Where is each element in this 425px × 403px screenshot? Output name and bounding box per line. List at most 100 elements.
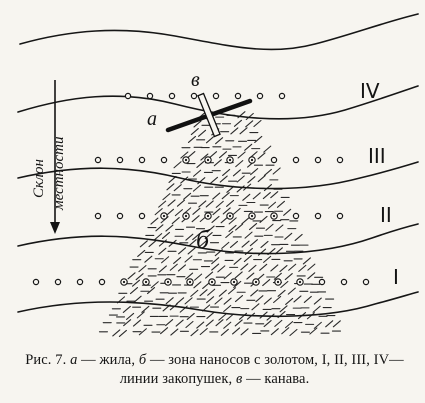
zone-hatch-stroke	[184, 297, 193, 305]
zone-hatch-stroke	[123, 319, 132, 327]
zone-hatch-stroke	[235, 223, 244, 231]
zone-hatch-stroke	[248, 264, 257, 272]
zone-hatch-stroke	[219, 175, 228, 183]
zone-hatch-stroke	[126, 312, 135, 320]
zone-hatch-stroke	[141, 305, 150, 313]
zone-hatch-stroke	[270, 264, 279, 272]
zone-hatch-stroke	[176, 297, 185, 305]
zone-hatch-stroke	[248, 222, 258, 231]
zone-hatch-stroke	[218, 313, 227, 321]
prospect-pit	[116, 156, 124, 164]
zone-hatch-stroke	[165, 319, 174, 327]
zone-hatch-stroke	[250, 289, 259, 297]
zone-hatch-stroke	[154, 233, 163, 241]
prospect-pit	[146, 92, 154, 100]
zone-hatch-stroke	[154, 208, 163, 216]
zone-hatch-stroke	[276, 200, 286, 208]
zone-hatch-stroke	[244, 143, 253, 151]
slope-indicator: Склон местности	[31, 80, 67, 234]
caption-text-b: — зона наносов с золотом, I, II, III, IV…	[149, 352, 404, 368]
zone-hatch-stroke	[193, 281, 202, 289]
zone-hatch-stroke	[165, 297, 174, 305]
zone-hatch-stroke	[223, 297, 232, 305]
caption-line-1: Рис. 7. а — жила, б — зона наносов с зол…	[12, 351, 417, 370]
zone-hatch-stroke	[257, 152, 266, 160]
prospect-pit-gold-mark	[298, 280, 302, 284]
zone-hatch-stroke	[165, 208, 175, 216]
zone-hatch-stroke	[223, 272, 232, 280]
prospect-pit	[190, 92, 198, 100]
zone-hatch-stroke	[211, 215, 220, 224]
zone-hatch-stroke	[230, 127, 239, 135]
prospect-pit	[124, 92, 132, 100]
zone-hatch-stroke	[188, 239, 197, 247]
zone-hatch-stroke	[136, 311, 145, 319]
zone-hatch-stroke	[223, 304, 232, 313]
zone-hatch-stroke	[259, 263, 268, 271]
zone-hatch-stroke	[211, 263, 220, 271]
zone-hatch-stroke	[273, 295, 282, 304]
zone-hatch-stroke	[192, 184, 201, 192]
zone-hatch-stroke	[303, 295, 312, 303]
zone-hatch-stroke	[246, 272, 255, 280]
zone-hatch-stroke	[177, 264, 187, 272]
zone-hatch-stroke	[270, 191, 279, 199]
zone-hatch-stroke	[213, 159, 222, 167]
prospect-pit-gold-mark	[228, 214, 232, 218]
prospect-pit	[340, 278, 348, 286]
zone-hatch-stroke	[221, 241, 230, 249]
prospect-pit	[138, 156, 146, 164]
prospect-pit-gold-mark	[144, 280, 148, 284]
zone-hatch-stroke	[144, 255, 153, 263]
zone-hatch-stroke	[266, 313, 275, 321]
zone-hatch-stroke	[259, 215, 268, 223]
zone-hatch-stroke	[211, 257, 220, 265]
zone-hatch-stroke	[270, 328, 279, 336]
zone-hatch-stroke	[263, 184, 272, 192]
zone-hatch-stroke	[263, 168, 272, 177]
zone-hatch-stroke	[129, 287, 139, 295]
zone-hatch-stroke	[212, 192, 221, 200]
zone-hatch-stroke	[307, 263, 316, 271]
caption-letter-b: б	[138, 352, 147, 368]
zone-hatch-stroke	[193, 120, 202, 128]
zone-hatch-stroke	[196, 160, 205, 168]
zone-hatch-stroke	[208, 151, 218, 159]
zone-hatch-stroke	[199, 327, 208, 336]
zone-hatch-stroke	[222, 168, 231, 177]
zone-hatch-stroke	[273, 272, 282, 280]
zone-hatch-stroke	[180, 176, 189, 184]
zone-hatch-stroke	[204, 231, 213, 240]
prospect-pit-gold-mark	[184, 214, 188, 218]
prospect-pit-gold-mark	[206, 214, 210, 218]
zone-hatch-stroke	[160, 327, 169, 335]
zone-hatch-stroke	[332, 320, 341, 328]
zone-hatch-stroke	[206, 296, 215, 304]
prospect-pit	[292, 212, 300, 220]
zone-hatch-stroke	[263, 255, 272, 263]
zone-hatch-stroke	[215, 319, 224, 327]
zone-hatch-stroke	[233, 257, 242, 265]
zone-hatch-stroke	[193, 169, 202, 177]
prospect-pit	[278, 92, 286, 100]
zone-hatch-stroke	[187, 135, 197, 144]
zone-hatch-stroke	[197, 129, 207, 137]
zone-hatch-stroke	[285, 321, 294, 329]
zone-hatch-stroke	[200, 153, 209, 161]
zone-hatch-stroke	[199, 289, 208, 297]
zone-hatch-stroke	[285, 297, 294, 305]
zone-hatch-stroke	[228, 287, 237, 295]
caption-prefix: Рис. 7.	[25, 352, 67, 368]
zone-hatch-stroke	[241, 240, 250, 248]
zone-hatch-stroke	[245, 120, 254, 128]
zone-hatch-stroke	[277, 289, 286, 297]
contour-line-2	[17, 85, 419, 120]
line-label-iii: III	[368, 144, 386, 168]
zone-hatch-stroke	[284, 273, 293, 281]
zone-hatch-stroke	[259, 311, 268, 319]
prospect-pit	[32, 278, 40, 286]
prospect-pit	[336, 212, 344, 220]
zone-hatch-stroke	[194, 273, 203, 281]
zone-hatch-stroke	[242, 193, 251, 201]
zone-hatch-stroke	[174, 209, 183, 217]
